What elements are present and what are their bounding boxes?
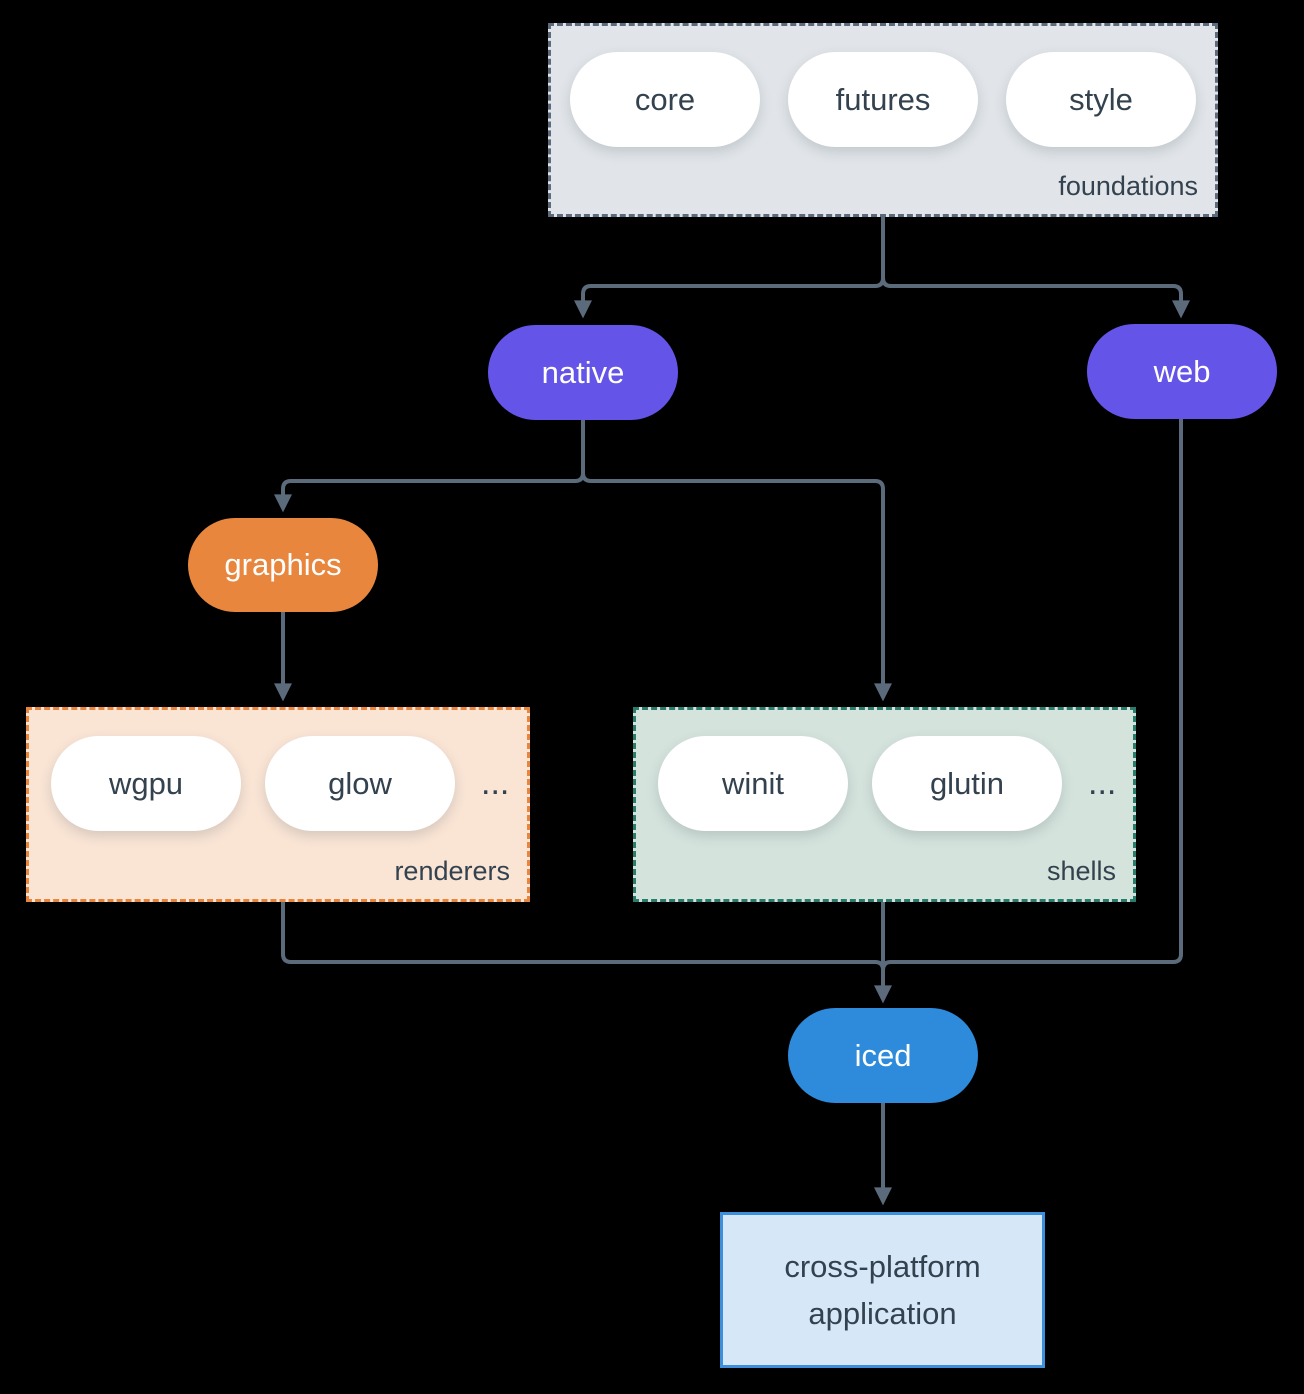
crate-futures: futures <box>788 52 978 147</box>
crate-style: style <box>1006 52 1196 147</box>
crate-glow: glow <box>265 736 455 831</box>
edge-native-shells <box>581 420 892 702</box>
renderers-ellipsis: ... <box>481 764 510 802</box>
iced-node: iced <box>788 1008 978 1103</box>
graphics-node: graphics <box>188 518 378 612</box>
crate-glutin: glutin <box>872 736 1062 831</box>
edge-foundations-native <box>574 217 885 319</box>
crate-core: core <box>570 52 760 147</box>
crate-wgpu: wgpu <box>51 736 241 831</box>
application-label-line1: cross-platform <box>784 1249 981 1284</box>
web-node: web <box>1087 324 1277 419</box>
application-node: cross-platform application <box>720 1212 1045 1368</box>
foundations-group: core futures style foundations <box>548 23 1218 217</box>
renderers-group-label: renderers <box>394 856 510 886</box>
edge-web-iced <box>881 419 1183 989</box>
crate-winit: winit <box>658 736 848 831</box>
shells-group: winit glutin ... shells <box>633 707 1136 902</box>
application-label-line2: application <box>808 1296 957 1331</box>
native-node: native <box>488 325 678 420</box>
renderers-group: wgpu glow ... renderers <box>26 707 530 902</box>
shells-pills: winit glutin ... <box>636 710 1133 831</box>
edge-renderers-iced <box>281 902 885 989</box>
renderers-pills: wgpu glow ... <box>29 710 527 831</box>
foundations-pills: core futures style <box>551 26 1215 147</box>
shells-ellipsis: ... <box>1088 764 1117 802</box>
edge-foundations-web <box>881 217 1190 319</box>
edge-native-graphics <box>274 420 585 513</box>
shells-group-label: shells <box>1046 856 1116 886</box>
foundations-group-label: foundations <box>1058 171 1198 201</box>
